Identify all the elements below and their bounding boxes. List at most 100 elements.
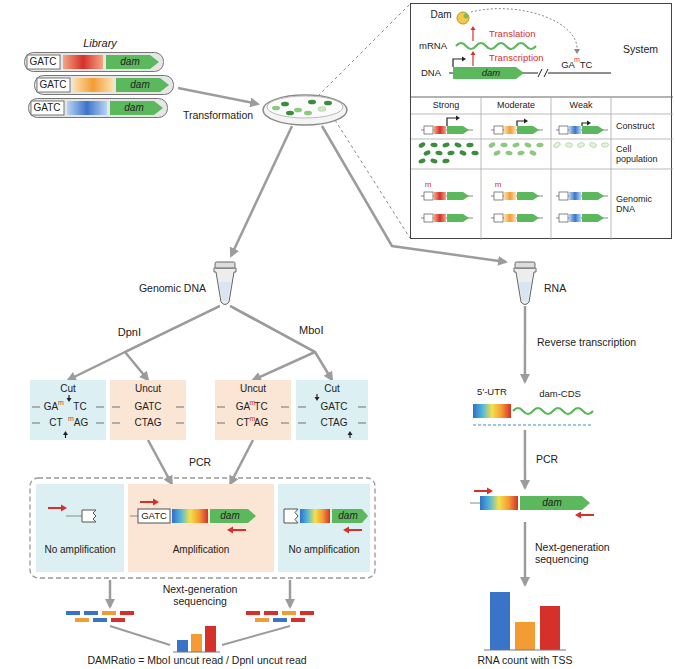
system-inset-panel-drawing-part <box>471 26 476 30</box>
system-inset-panel-drawing-part <box>442 142 450 148</box>
system-inset-panel-drawing-part <box>462 57 466 62</box>
damratio-bar-chart-part <box>191 634 202 652</box>
node-text: dam <box>120 56 139 68</box>
sample-tube: Genomic DNA <box>212 262 238 306</box>
node-text: GATC <box>320 401 347 413</box>
node-text: GA <box>236 401 250 413</box>
node-text: No amplification <box>288 544 359 556</box>
pcr-result-box-drawing-part <box>130 516 138 517</box>
node-text: Uncut <box>135 383 161 395</box>
system-inset-panel-drawing-part <box>582 123 587 126</box>
library-construct-drawing-part <box>63 55 103 69</box>
sequencing-reads <box>66 611 314 645</box>
zoom-lines-part <box>335 120 410 238</box>
system-inset-panel-drawing-part <box>456 43 536 49</box>
node-text: Moderate <box>497 100 535 110</box>
cut-box-drawing-part <box>63 431 68 435</box>
library-construct-drawing-part <box>67 101 107 115</box>
damratio-bar-chart-part <box>205 626 216 652</box>
system-inset-panel-drawing-part <box>411 97 673 98</box>
sample-tube-drawing-part <box>215 262 235 268</box>
system-inset-panel-drawing-part <box>434 192 446 200</box>
system-inset-panel-drawing-part <box>517 214 539 222</box>
sample-tube: RNA <box>512 262 538 306</box>
sequencing-reads-part <box>273 618 287 622</box>
sequencing-reads-part <box>291 618 305 622</box>
system-inset-panel-drawing-part <box>569 192 581 200</box>
system-inset-panel-drawing-part <box>430 142 438 147</box>
system-inset-panel-drawing-part <box>494 126 503 134</box>
pcr-result-box-drawing <box>278 484 370 572</box>
system-inset-panel-drawing-part <box>517 150 525 156</box>
node-text: TC <box>254 401 267 413</box>
system-inset-panel-drawing-part <box>582 192 604 200</box>
system-inset-panel-drawing-part <box>500 142 508 147</box>
sequencing-reads-part <box>93 618 107 622</box>
pcr-result-box-drawing-part <box>140 501 154 503</box>
petri-dish-part <box>263 95 347 125</box>
sample-tube-drawing <box>512 262 538 306</box>
system-inset-panel-drawing-part <box>453 59 462 67</box>
system-inset-panel-drawing-part <box>457 12 469 24</box>
extraction-arrows-part <box>231 126 292 256</box>
library-construct: GATC dam <box>24 52 164 72</box>
sequencing-reads-part <box>75 618 89 622</box>
library-construct-drawing-part <box>116 78 169 92</box>
system-inset-panel-drawing-part <box>424 192 433 200</box>
pcr-result-box-drawing-part <box>348 529 362 531</box>
system-inset-panel-drawing-part <box>494 192 503 200</box>
pcr-result-box: dam No amplification <box>278 484 370 572</box>
system-inset-panel-drawing-part <box>418 141 426 148</box>
library-construct-drawing-part <box>25 53 164 72</box>
cut-box: CutGATCCTAG <box>296 380 368 440</box>
node-text: Weak <box>570 100 593 110</box>
annotation-label: RNA count with TSS <box>478 654 573 666</box>
process-arrow <box>524 430 527 488</box>
pcr-product: dam <box>470 488 600 518</box>
cut-box-drawing-part <box>32 407 104 423</box>
system-inset-panel: DammRNATranslationTranscriptionDNAdamGAm… <box>410 3 672 239</box>
pcr-product-drawing-part <box>470 503 480 504</box>
node-text: TC <box>580 60 593 71</box>
pcr-result-box-drawing-part <box>227 527 233 534</box>
rna-count-bar-chart-part <box>540 606 560 650</box>
system-inset-panel-drawing-part <box>517 126 539 134</box>
system-inset-panel-drawing-part <box>434 214 446 222</box>
node-text: GATC <box>29 56 56 68</box>
sequencing-arrows-part <box>289 580 292 607</box>
library-construct-drawing-part <box>27 55 60 69</box>
petri-dish-part <box>294 108 302 113</box>
library-construct-drawing-part <box>29 99 168 118</box>
petri-dish-part <box>281 102 289 107</box>
cut-box-drawing-part <box>315 397 320 401</box>
step-label: PCR <box>188 456 212 468</box>
system-inset-panel-drawing-part <box>517 192 539 200</box>
annotation-label: Next-generation sequencing <box>535 541 635 565</box>
pcr-product-drawing <box>470 488 600 518</box>
node-text: dam <box>220 510 239 522</box>
rna-count-bar-chart <box>484 592 566 650</box>
system-inset-panel-drawing-part <box>504 126 516 134</box>
system-inset-panel-drawing-part <box>471 9 577 50</box>
process-arrow <box>230 306 315 380</box>
damratio-bar-chart-part <box>173 652 220 653</box>
library-construct-drawing-part <box>110 101 163 115</box>
pcr-product-drawing-part <box>480 496 518 510</box>
pcr-result-box: GATCdamAmplification <box>128 484 274 572</box>
sequencing-arrows-part <box>109 580 112 607</box>
system-inset-panel-drawing-part <box>481 97 482 240</box>
zoom-lines <box>318 4 410 238</box>
annotation-label: Next-generation sequencing <box>145 583 255 607</box>
damratio-bar-chart <box>173 626 220 652</box>
node-text: GATC <box>39 79 66 91</box>
system-inset-panel-drawing-part <box>435 150 443 156</box>
node-text: dam <box>482 68 500 79</box>
node-text: DNA <box>421 68 441 79</box>
transformation-arrow <box>178 88 258 104</box>
system-inset-panel-drawing-part <box>423 149 431 156</box>
pcr-product-drawing-part <box>580 514 594 516</box>
pcr-product-drawing-part <box>575 512 581 519</box>
system-inset-panel-drawing-part <box>456 116 460 121</box>
node-text: dam <box>338 510 357 522</box>
sample-tube-drawing-part <box>214 268 236 305</box>
